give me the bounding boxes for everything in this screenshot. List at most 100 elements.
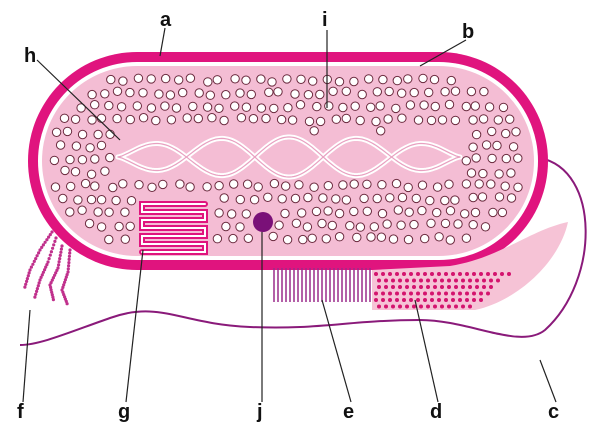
ribosome-granule (179, 88, 187, 96)
capsule-dot (402, 272, 406, 276)
ribosome-granule (257, 75, 265, 83)
ribosome-granule (404, 75, 412, 83)
ribosome-granule (176, 180, 184, 188)
ribosome-granule (237, 114, 245, 122)
ribosome-granule (419, 74, 427, 82)
ribosome-granule (489, 208, 497, 216)
fimbria-bead (33, 296, 36, 299)
ribosome-granule (479, 169, 487, 177)
ribosome-granule (236, 89, 244, 97)
fimbria-bead (60, 248, 63, 251)
capsule-dot (409, 298, 413, 302)
ribosome-granule (433, 183, 441, 191)
ribosome-granule (85, 219, 93, 227)
capsule-dot (409, 292, 413, 296)
capsule-dot (461, 305, 465, 309)
fimbria-bead (57, 263, 60, 266)
ribosome-granule (101, 167, 109, 175)
capsule-dot (384, 285, 388, 289)
fimbria-bead (49, 254, 52, 257)
ribosome-granule (133, 102, 141, 110)
ribosome-granule (91, 155, 99, 163)
ribosome-granule (81, 179, 89, 187)
ribosome-granule (139, 89, 147, 97)
ribosome-granule (379, 75, 387, 83)
ribosome-granule (121, 235, 129, 243)
ribosome-granule (186, 74, 194, 82)
ribosome-granule (398, 89, 406, 97)
ribosome-granule (186, 183, 194, 191)
ribosome-granule (72, 142, 80, 150)
ribosome-granule (304, 193, 312, 201)
ribosome-granule (324, 182, 332, 190)
ribosome-granule (467, 169, 475, 177)
fimbria-bead (53, 240, 56, 243)
capsule-dot (458, 298, 462, 302)
fimbria-bead (25, 280, 28, 283)
ribosome-granule (206, 91, 214, 99)
ribosome-granule (405, 208, 413, 216)
ribosome-granule (514, 183, 522, 191)
ribosome-granule (351, 102, 359, 110)
ribosome-granule (445, 100, 453, 108)
ribosome-granule (353, 233, 361, 241)
ribosome-granule (213, 235, 221, 243)
capsule-dot (475, 285, 479, 289)
capsule-dot (391, 305, 395, 309)
ribosome-granule (376, 102, 384, 110)
pili (274, 268, 370, 302)
ribosome-granule (498, 208, 506, 216)
ribosome-granule (51, 183, 59, 191)
capsule-dot (391, 279, 395, 283)
ribosome-granule (446, 207, 454, 215)
capsule-dot (426, 305, 430, 309)
ribosome-granule (152, 116, 160, 124)
ribosome-granule (397, 221, 405, 229)
ribosome-granule (322, 235, 330, 243)
ribosome-granule (363, 207, 371, 215)
ribosome-granule (91, 101, 99, 109)
capsule-dot (426, 285, 430, 289)
ribosome-granule (488, 154, 496, 162)
ribosome-granule (427, 219, 435, 227)
ribosome-granule (430, 75, 438, 83)
capsule-dot (433, 279, 437, 283)
capsule-dot (472, 292, 476, 296)
ribosome-granule (88, 90, 96, 98)
capsule-dot (409, 272, 413, 276)
capsule-dot (496, 279, 500, 283)
ribosome-granule (309, 77, 317, 85)
ribosome-granule (155, 90, 163, 98)
ribosome-granule (278, 195, 286, 203)
capsule-dot (489, 279, 493, 283)
ribosome-granule (247, 90, 255, 98)
ribosome-granule (215, 104, 223, 112)
capsule-dot (374, 272, 378, 276)
capsule-dot (374, 298, 378, 302)
capsule-dot (395, 292, 399, 296)
ribosome-granule (389, 235, 397, 243)
ribosome-granule (228, 210, 236, 218)
ribosome-granule (222, 91, 230, 99)
ribosome-granule (325, 102, 333, 110)
ribosome-granule (268, 78, 276, 86)
ribosome-granule (50, 156, 58, 164)
ribosome-granule (282, 182, 290, 190)
ribosome-granule (183, 114, 191, 122)
capsule-dot (472, 298, 476, 302)
ribosome-granule (250, 196, 258, 204)
fimbria-bead (67, 267, 70, 270)
ribosome-granule (195, 89, 203, 97)
ribosome-granule (194, 114, 202, 122)
ribosome-granule (105, 235, 113, 243)
ribosome-granule (310, 127, 318, 135)
ribosome-granule (107, 75, 115, 83)
ribosome-granule (451, 116, 459, 124)
ribosome-granule (308, 234, 316, 242)
ribosome-granule (378, 181, 386, 189)
ribosome-granule (494, 116, 502, 124)
ribosome-granule (270, 179, 278, 187)
capsule-dot (388, 272, 392, 276)
capsule-dot (465, 272, 469, 276)
fimbria-bead (60, 244, 63, 247)
